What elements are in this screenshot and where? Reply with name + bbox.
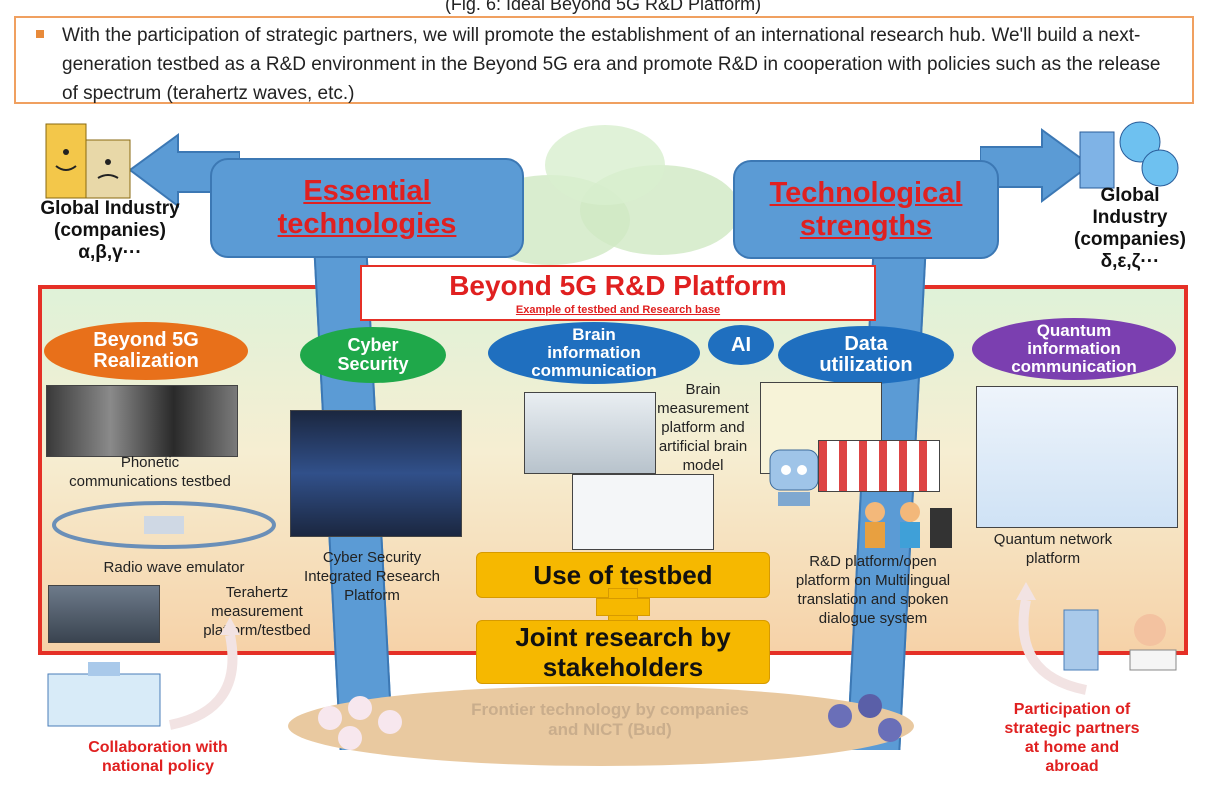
technological-line1: Technological — [769, 176, 963, 209]
beyond-5g-oval: Beyond 5G Realization — [44, 322, 248, 380]
figure-caption: (Fig. 6: Ideal Beyond 5G R&D Platform) — [444, 0, 762, 14]
government-building-icon — [47, 662, 161, 727]
thz-line2: measurement — [211, 603, 303, 620]
essential-line1: Essential — [303, 175, 431, 207]
quantum-oval-line2: information — [1027, 339, 1121, 359]
anechoic-chamber-photo — [48, 585, 160, 643]
cyber-line1: Cyber Security — [322, 549, 422, 566]
collab-line1: Collaboration with — [88, 739, 228, 756]
industry-right-line4: δ,ε,ζ··· — [1100, 251, 1160, 272]
collab-line2: national policy — [101, 758, 214, 775]
white-flowers-icon — [318, 696, 402, 750]
rd-line2: platform on Multilingual — [795, 572, 951, 589]
data-utilization-oval: Data utilization — [778, 326, 954, 384]
quantum-label: Quantum network platform — [978, 530, 1128, 568]
industry-left-line2: (companies) — [54, 220, 166, 241]
brain-oval: Brain information communication — [488, 322, 700, 384]
building-character-icon — [45, 123, 131, 199]
essential-line2: technologies — [277, 208, 457, 240]
rd-line3: translation and spoken — [797, 591, 949, 608]
brain-oval-line2: information — [547, 343, 641, 363]
brain-line5: model — [682, 457, 724, 474]
participation-line4: abroad — [1045, 758, 1099, 775]
rd-line1: R&D platform/open — [809, 553, 937, 570]
curved-arrow-left-icon — [168, 617, 240, 730]
essential-technologies-box: Essential technologies — [210, 158, 524, 258]
joint-research-banner: Joint research by stakeholders — [476, 620, 770, 684]
quantum-oval: Quantum information communication — [972, 318, 1176, 380]
cyber-line2: Integrated Research — [304, 568, 440, 585]
blue-flowers-icon — [828, 694, 902, 742]
b5g-line1: Beyond 5G — [93, 329, 199, 351]
platform-title: Beyond 5G R&D Platform — [449, 270, 787, 301]
robot-icon — [769, 449, 819, 506]
industry-left-line3: α,β,γ··· — [78, 242, 142, 263]
bud-text: Frontier technology by companies and NIC… — [420, 700, 800, 740]
cyber-security-diagram — [290, 410, 462, 537]
rd-line4: dialogue system — [818, 610, 928, 627]
phonetic-label: Phonetic communications testbed — [60, 453, 240, 491]
thz-line1: Terahertz — [225, 584, 289, 601]
rd-platform-label: R&D platform/open platform on Multilingu… — [776, 552, 970, 628]
server-array-icon — [818, 440, 940, 492]
brain-line1: Brain — [685, 381, 721, 398]
brain-line2: measurement — [657, 400, 749, 417]
technological-line2: strengths — [799, 209, 933, 242]
data-oval-line1: Data — [844, 333, 888, 355]
participation-line2: strategic partners — [1004, 720, 1140, 737]
building-character-right-icon — [1079, 121, 1179, 189]
partners-illustration — [1063, 609, 1177, 671]
brain-oval-line3: communication — [531, 360, 657, 380]
cyber-label: Cyber Security Integrated Research Platf… — [292, 548, 452, 605]
industry-left-line1: Global Industry — [40, 198, 180, 219]
cyber-line3: Platform — [344, 587, 400, 604]
technological-strengths-box: Technological strengths — [733, 160, 999, 259]
phonetic-line1: Phonetic — [120, 454, 180, 471]
right-arrowhead-icon — [980, 128, 1090, 203]
server-rack-photo — [46, 385, 238, 457]
quantum-oval-line3: communication — [1011, 356, 1137, 376]
plus-horizontal-icon — [596, 598, 650, 616]
cyber-oval-line2: Security — [337, 354, 409, 374]
joint-line1: Joint research by — [515, 622, 731, 652]
quantum-oval-line1: Quantum — [1036, 321, 1112, 341]
joint-line2: stakeholders — [542, 652, 704, 682]
travelers-icon — [850, 498, 960, 550]
brain-oval-line1: Brain — [572, 325, 616, 345]
quantum-network-diagram — [976, 386, 1178, 528]
participation-label: Participation of strategic partners at h… — [990, 700, 1154, 776]
participation-line1: Participation of — [1013, 701, 1131, 718]
industry-right-line2: Industry — [1092, 207, 1168, 228]
collaboration-label: Collaboration with national policy — [40, 738, 276, 776]
curved-arrow-right-icon — [1016, 582, 1088, 695]
platform-subtitle: Example of testbed and Research base — [515, 304, 721, 316]
phonetic-line2: communications testbed — [69, 473, 231, 490]
participation-line3: at home and — [1024, 739, 1120, 756]
quantum-line2: platform — [1025, 550, 1081, 567]
brain-model-diagram — [572, 474, 714, 550]
industry-right-line3: (companies) — [1074, 229, 1186, 250]
bullet-icon — [36, 30, 44, 38]
radio-emulator-illustration — [52, 501, 276, 549]
intro-box: With the participation of strategic part… — [14, 16, 1194, 104]
brain-label: Brain measurement platform and artificia… — [650, 380, 756, 475]
bud-line2: and NICT (Bud) — [548, 720, 672, 739]
platform-title-box: Beyond 5G R&D Platform Example of testbe… — [360, 265, 876, 321]
data-oval-line2: utilization — [819, 354, 913, 376]
brain-line4: artificial brain — [658, 438, 748, 455]
radio-label: Radio wave emulator — [103, 559, 245, 576]
global-industry-right: Global Industry (companies) δ,ε,ζ··· — [1060, 185, 1200, 273]
global-industry-left: Global Industry (companies) α,β,γ··· — [20, 198, 200, 264]
industry-right-line1: Global — [1100, 185, 1160, 206]
intro-text: With the participation of strategic part… — [62, 25, 1161, 104]
cyber-security-oval: Cyber Security — [300, 327, 446, 383]
quantum-line1: Quantum network — [993, 531, 1113, 548]
bud-line1: Frontier technology by companies — [471, 700, 749, 719]
mri-photo — [524, 392, 656, 474]
b5g-line2: Realization — [93, 350, 199, 372]
ai-oval: AI — [708, 325, 774, 365]
brain-line3: platform and — [661, 419, 745, 436]
cyber-oval-line1: Cyber — [347, 335, 399, 356]
